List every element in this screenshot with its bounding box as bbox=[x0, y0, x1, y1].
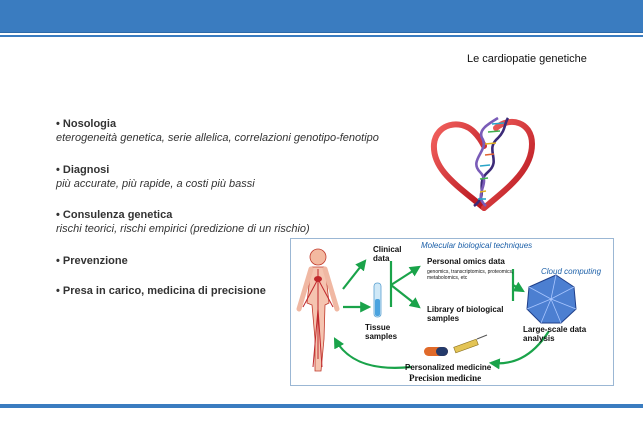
bullet-prevenzione: • Prevenzione bbox=[56, 254, 128, 268]
clinical-data-label: Clinical data bbox=[373, 245, 402, 263]
slide-subtitle: Le cardiopatie genetiche bbox=[467, 53, 587, 65]
library-samples-label: Library of biological samples bbox=[427, 305, 504, 323]
bullet-consulenza: • Consulenza genetica rischi teorici, ri… bbox=[56, 208, 310, 237]
flow-arrows bbox=[333, 261, 550, 370]
bullet-title: • Nosologia bbox=[56, 118, 117, 130]
bullet-title: • Presa in carico, medicina di precision… bbox=[56, 285, 266, 297]
omics-data-label: Personal omics data bbox=[427, 257, 505, 266]
heart-dna-image bbox=[430, 116, 536, 211]
diagram-graphics bbox=[296, 248, 577, 372]
bullet-diagnosi: • Diagnosi più accurate, più rapide, a c… bbox=[56, 163, 255, 192]
bullet-title: • Prevenzione bbox=[56, 255, 128, 267]
precision-medicine-label: Precision medicine bbox=[409, 373, 482, 383]
cloud-computing-icon bbox=[526, 274, 577, 324]
data-analysis-label: Large-scale data analysis bbox=[523, 325, 587, 343]
bullet-presa-in-carico: • Presa in carico, medicina di precision… bbox=[56, 284, 266, 298]
cloud-computing-label: Cloud computing bbox=[541, 267, 602, 276]
header-bar bbox=[0, 0, 643, 33]
dna-helix-icon bbox=[473, 116, 510, 208]
syringe-icon bbox=[453, 334, 488, 354]
bullet-nosologia: • Nosologia eterogeneità genetica, serie… bbox=[56, 117, 379, 146]
omics-detail-label: genomics, transcriptomics, proteomics, m… bbox=[427, 269, 514, 281]
personalized-medicine-label: Personalized medicine bbox=[405, 363, 492, 372]
human-body-icon bbox=[296, 248, 340, 372]
bullet-description: rischi teorici, rischi empirici (predizi… bbox=[56, 223, 310, 235]
tissue-samples-label: Tissue samples bbox=[365, 323, 398, 341]
precision-medicine-diagram: Clinical data Tissue samples Molecular b… bbox=[290, 238, 614, 386]
header-divider bbox=[0, 35, 643, 37]
test-tube-icon bbox=[373, 282, 382, 318]
bullet-description: più accurate, più rapide, a costi più ba… bbox=[56, 178, 255, 190]
medicine-capsule-icon bbox=[424, 347, 448, 356]
bullet-title: • Consulenza genetica bbox=[56, 209, 173, 221]
molecular-techniques-label: Molecular biological techniques bbox=[421, 241, 533, 250]
bullet-title: • Diagnosi bbox=[56, 164, 110, 176]
bullet-description: eterogeneità genetica, serie allelica, c… bbox=[56, 132, 379, 144]
footer-divider bbox=[0, 404, 643, 408]
